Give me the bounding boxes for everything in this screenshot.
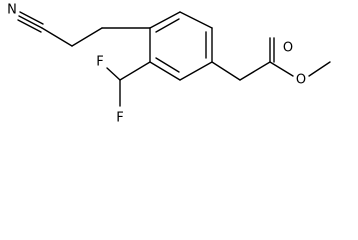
nitrile-group — [17, 11, 44, 33]
molecule-drawing: N F F O O — [7, 3, 331, 126]
atom-label-n: N — [7, 3, 17, 18]
atom-label-f-top: F — [96, 55, 103, 70]
benzene-ring — [149, 11, 213, 81]
bond-cn-ch2 — [41, 27, 73, 47]
bond-ester-o-methyl — [308, 61, 331, 77]
structure-diagram: N F F O O — [7, 3, 331, 126]
bond-ch2-ch2 — [71, 27, 103, 47]
bond-carbonyl-ester-o — [269, 61, 294, 77]
atom-label-f-bottom: F — [116, 111, 123, 126]
bond-c-f-top — [106, 67, 121, 81]
bond-ring-ch2 — [211, 61, 241, 81]
atom-label-o-ester: O — [296, 73, 306, 88]
bond-ch2-carbonyl — [239, 61, 271, 81]
atom-label-o-carbonyl: O — [283, 41, 293, 56]
bond-ring-chf2 — [119, 61, 151, 81]
